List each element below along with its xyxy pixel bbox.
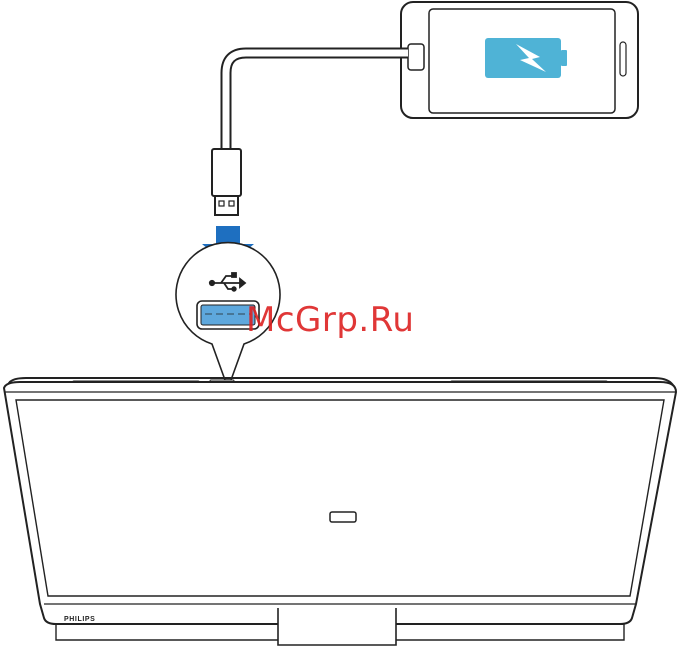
phone-side-key xyxy=(620,42,626,76)
phone-home-button xyxy=(408,44,424,70)
smartphone xyxy=(401,2,638,118)
brand-label: PHILIPS xyxy=(64,616,95,623)
battery-charging-icon xyxy=(485,38,567,78)
usb-cable xyxy=(226,53,408,150)
speaker-dock: PHILIPS xyxy=(4,378,676,645)
center-indicator xyxy=(330,512,356,522)
usb-plug xyxy=(212,149,241,215)
watermark: McGrp.Ru xyxy=(246,300,414,340)
